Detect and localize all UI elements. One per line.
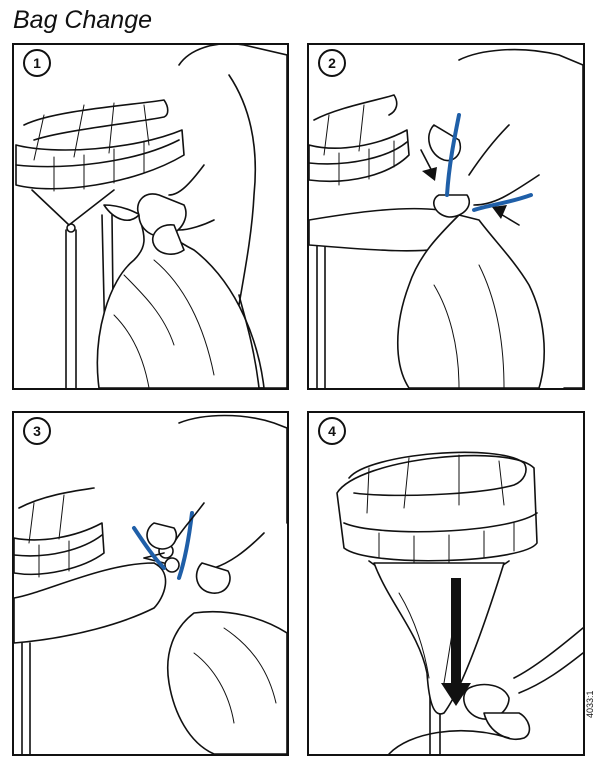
step-number-badge: 2 <box>318 49 346 77</box>
step-3-illustration <box>14 414 287 754</box>
page-title: Bag Change <box>13 6 153 34</box>
step-4-illustration <box>336 451 583 754</box>
step-2-panel: 2 <box>307 43 585 390</box>
step-1-panel: 1 <box>12 43 289 390</box>
step-number-badge: 4 <box>318 417 346 445</box>
step-3-panel: 3 <box>12 411 289 756</box>
step-number-badge: 3 <box>23 417 51 445</box>
step-1-illustration <box>15 45 287 388</box>
step-4-panel: 4 <box>307 411 585 756</box>
figure-reference-number: 4033:1 <box>585 690 595 718</box>
step-2-illustration <box>309 48 583 388</box>
step-number-badge: 1 <box>23 49 51 77</box>
